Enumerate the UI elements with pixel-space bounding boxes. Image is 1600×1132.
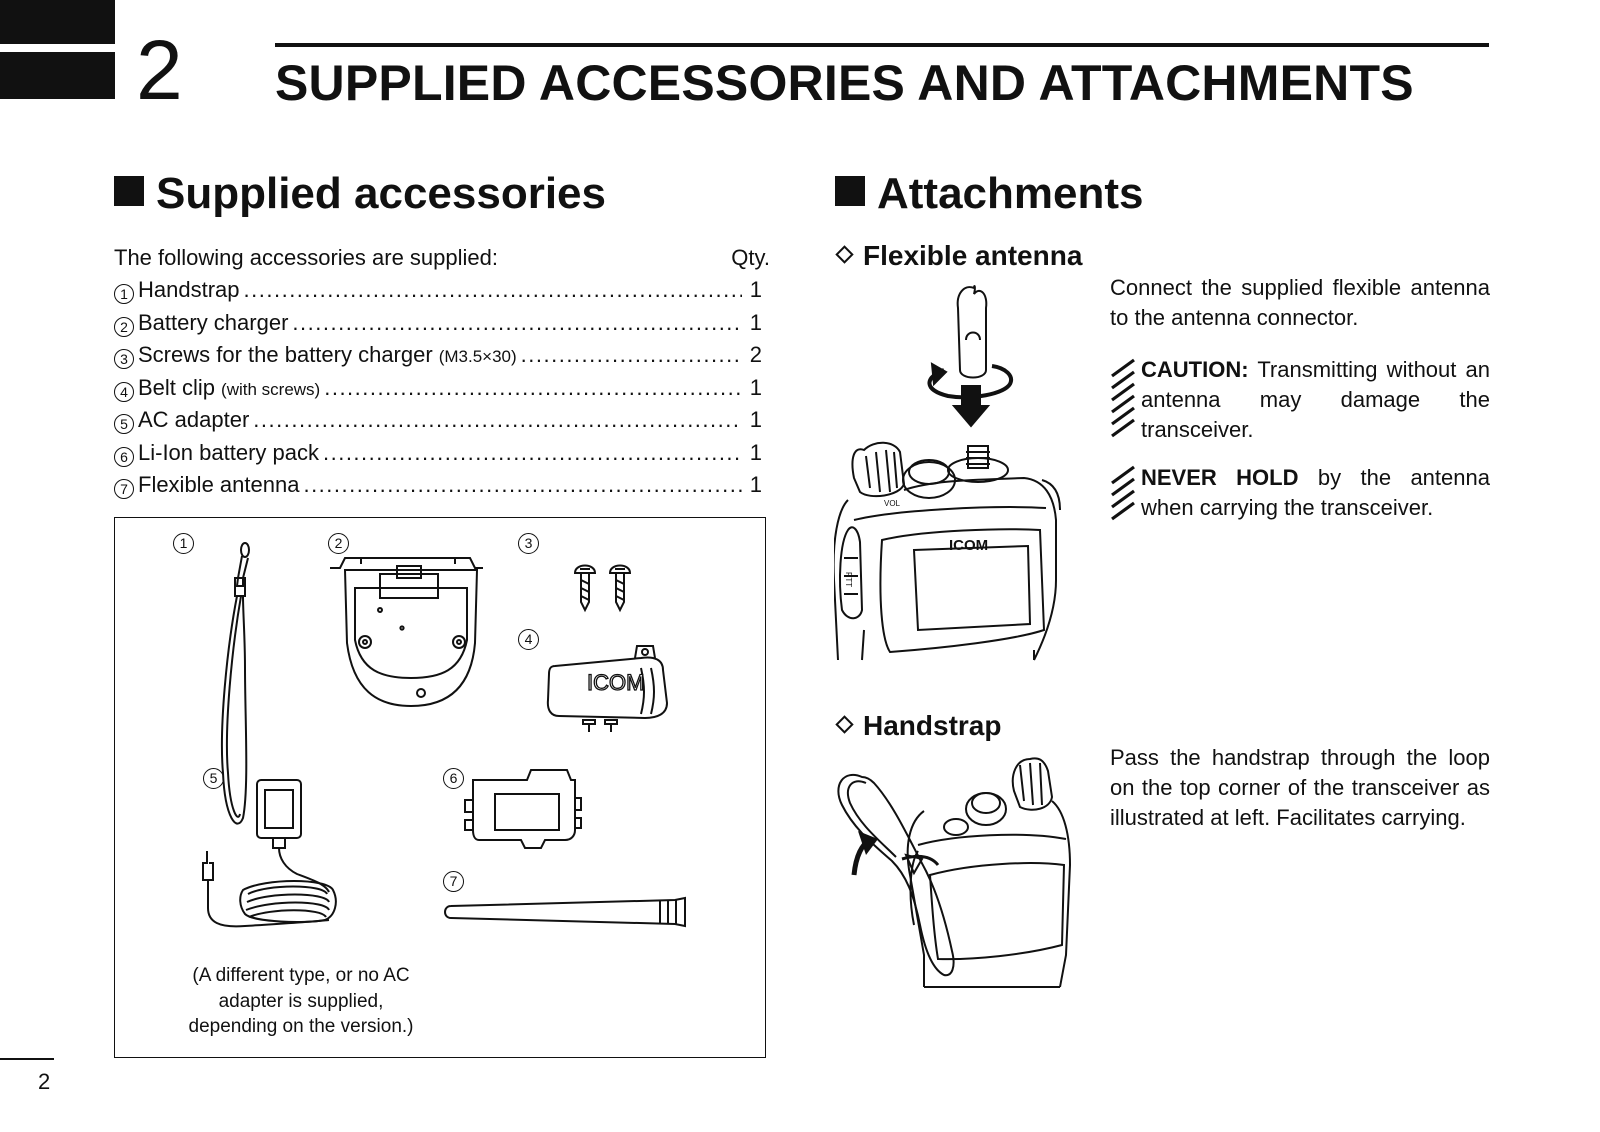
attachments-heading: Attachments	[835, 172, 1144, 216]
item-number-badge: 4	[114, 381, 134, 402]
leader-dots	[324, 375, 742, 401]
battery-pack-drawing	[464, 769, 582, 849]
antenna-radio-illustration: ICOM VOL PTT	[834, 285, 1061, 661]
item-number-badge: 5	[114, 414, 134, 434]
handstrap-text: Pass the handstrap through the loop on t…	[1110, 745, 1490, 830]
page-number: 2	[38, 1069, 51, 1094]
radio-logo: ICOM	[949, 537, 988, 554]
item-qty: 2	[749, 342, 762, 367]
accessories-illustration: ICOM	[202, 542, 686, 928]
radio-vol-label: VOL	[884, 499, 901, 508]
belt-clip-drawing	[546, 645, 669, 732]
figure-label-4: 4	[518, 629, 539, 650]
adapter-note: (A different type, or no AC adapter is s…	[188, 965, 414, 1038]
handstrap-radio-illustration	[837, 757, 1072, 988]
item-number-badge: 6	[114, 446, 134, 467]
chapter-title: SUPPLIED ACCESSORIES AND ATTACHMENTS	[275, 55, 1414, 111]
item-number-badge: 1	[114, 284, 134, 304]
chapter-tab-top	[0, 0, 115, 44]
section-square-icon	[835, 176, 865, 206]
item-qty: 1	[749, 407, 762, 432]
item-name: Screws for the battery charger	[138, 342, 433, 367]
handstrap-drawing	[220, 542, 250, 825]
never-hold-label: NEVER HOLD	[1141, 465, 1299, 490]
leader-dots	[244, 277, 742, 303]
antenna-text: Connect the supplied flexible antenna to…	[1110, 275, 1490, 330]
leader-dots	[303, 472, 742, 498]
accessory-item: 4 Belt clip (with screws) 1	[114, 375, 762, 408]
item-name: Li-Ion battery pack	[138, 439, 319, 465]
caution-hatch-icon	[1111, 358, 1135, 438]
handstrap-heading: Handstrap	[834, 710, 1001, 742]
radio-ptt-label: PTT	[844, 572, 853, 587]
figure-label-1: 1	[173, 533, 194, 554]
accessory-item: 1 Handstrap 1	[114, 277, 762, 310]
never-hold-note: NEVER HOLD by the antenna when carrying …	[1110, 463, 1490, 523]
item-qty: 1	[749, 439, 762, 465]
item-number-badge: 3	[114, 349, 134, 369]
figure-label-3: 3	[518, 533, 539, 554]
never-hold-text: by the antenna when carrying the transce…	[1141, 465, 1490, 520]
item-number-badge: 7	[114, 479, 134, 499]
supplied-intro: The following accessories are supplied: …	[114, 245, 770, 271]
battery-charger-drawing	[330, 557, 483, 708]
item-number-badge: 2	[114, 316, 134, 337]
footer-rule	[0, 1058, 54, 1060]
flexible-antenna-heading: Flexible antenna	[834, 240, 1082, 272]
item-qty: 1	[749, 309, 762, 335]
leader-dots	[323, 440, 742, 466]
chapter-number: 2	[136, 23, 183, 117]
item-qty: 1	[749, 277, 762, 302]
chapter-tab-bottom	[0, 52, 115, 99]
clip-logo: ICOM	[587, 670, 644, 695]
accessories-figure: 1 2 3 4 5 6 7	[114, 517, 766, 1058]
diamond-icon	[835, 245, 854, 264]
item-name: AC adapter	[138, 407, 250, 432]
accessory-item: 5 AC adapter 1	[114, 407, 762, 440]
accessory-item: 3 Screws for the battery charger (M3.5×3…	[114, 342, 762, 375]
handstrap-title: Handstrap	[863, 710, 1002, 741]
figure-label-2: 2	[328, 533, 349, 554]
item-note: (M3.5×30)	[438, 347, 517, 366]
supplied-accessories-title: Supplied accessories	[156, 169, 606, 218]
item-name: Belt clip	[138, 374, 216, 400]
attachments-title: Attachments	[877, 169, 1144, 218]
screws-drawing	[573, 564, 632, 613]
flexible-antenna-title: Flexible antenna	[863, 240, 1083, 271]
intro-text: The following accessories are supplied:	[114, 245, 498, 270]
item-qty: 1	[749, 374, 762, 400]
figure-label-7: 7	[443, 871, 464, 892]
caution-label: CAUTION:	[1141, 357, 1249, 382]
diamond-icon	[835, 715, 854, 734]
accessory-item: 6 Li-Ion battery pack 1	[114, 440, 762, 473]
qty-header: Qty.	[731, 245, 770, 270]
item-note: (with screws)	[221, 379, 321, 399]
item-name: Handstrap	[138, 277, 240, 302]
section-square-icon	[114, 176, 144, 206]
supplied-accessories-heading: Supplied accessories	[114, 172, 606, 216]
accessory-item: 7 Flexible antenna 1	[114, 472, 762, 505]
accessory-item: 2 Battery charger 1	[114, 310, 762, 343]
leader-dots	[253, 407, 742, 433]
caution-text: Transmitting without an antenna may dama…	[1141, 357, 1491, 442]
item-qty: 1	[749, 472, 762, 497]
figure-label-6: 6	[443, 768, 464, 789]
header-rule	[275, 43, 1489, 47]
leader-dots	[521, 342, 742, 368]
leader-dots	[292, 310, 742, 336]
never-hold-hatch-icon	[1111, 465, 1135, 521]
flexible-antenna-drawing	[444, 896, 686, 928]
item-name: Battery charger	[138, 309, 289, 335]
caution-note: CAUTION: Transmitting without an antenna…	[1110, 355, 1490, 445]
accessory-list: 1 Handstrap 1 2 Battery charger 1 3 Scre…	[114, 277, 762, 505]
ac-adapter-drawing	[202, 779, 337, 928]
item-name: Flexible antenna	[138, 472, 300, 497]
